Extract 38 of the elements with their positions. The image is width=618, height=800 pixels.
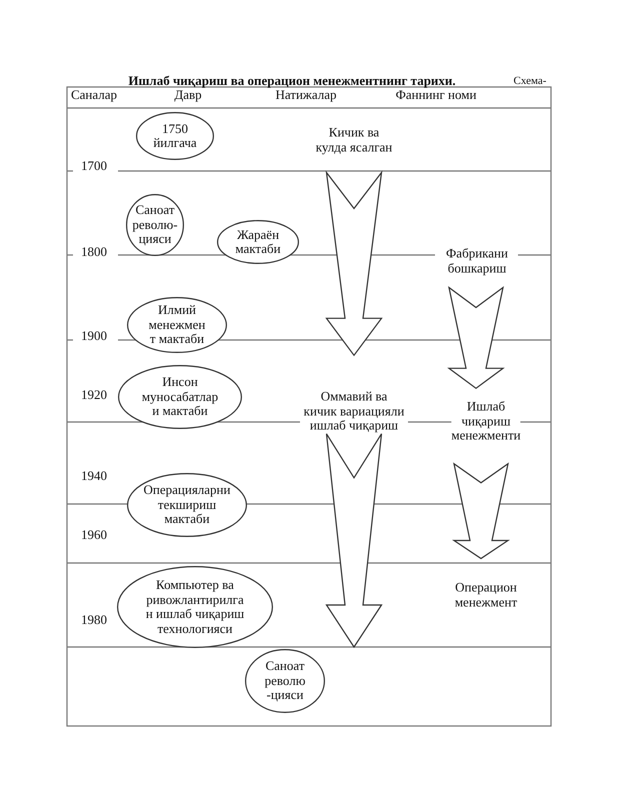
year-label: 1940 bbox=[81, 468, 107, 484]
period-oval bbox=[127, 297, 227, 353]
period-name: Саноат револю -цияси bbox=[264, 659, 306, 703]
result-text: Кичик ва кулда ясалган bbox=[316, 126, 392, 154]
scheme-label: Схема- bbox=[514, 74, 546, 88]
discipline-name: Операцион менежмент bbox=[454, 580, 518, 610]
period-name: Операцияларни текшириш мактаби bbox=[144, 483, 230, 527]
year-label: 1800 bbox=[81, 244, 107, 260]
period-name: Инсон муносабатлар и мактаби bbox=[142, 375, 218, 419]
period-name: Жараён мактаби bbox=[235, 228, 281, 256]
column-header: Фаннинг номи bbox=[396, 88, 476, 102]
year-label: 1960 bbox=[81, 528, 107, 542]
period-oval bbox=[136, 112, 214, 160]
discipline-name: Ишлаб чиқариш менежменти bbox=[451, 399, 521, 443]
block-arrow bbox=[325, 433, 383, 648]
column-header: Натижалар bbox=[275, 88, 337, 102]
period-oval bbox=[245, 649, 325, 713]
column-header: Саналар bbox=[70, 88, 118, 102]
period-oval bbox=[217, 220, 299, 264]
period-oval bbox=[127, 473, 247, 537]
block-arrow bbox=[452, 462, 510, 560]
year-label: 1920 bbox=[81, 388, 107, 402]
block-arrow bbox=[325, 170, 383, 356]
period-oval bbox=[118, 365, 242, 429]
period-oval bbox=[117, 566, 273, 648]
period-oval bbox=[126, 194, 184, 256]
period-name: 1750 йилгача bbox=[153, 122, 197, 150]
discipline-name: Фабрикани бошкариш bbox=[446, 246, 508, 276]
block-arrow bbox=[447, 286, 505, 390]
period-name: Илмий менежмен т мактаби bbox=[148, 303, 206, 347]
year-label: 1700 bbox=[81, 158, 107, 174]
column-header: Давр bbox=[174, 88, 202, 102]
year-label: 1980 bbox=[81, 612, 107, 628]
result-text: Оммавий ва кичик вариацияли ишлаб чиқариш bbox=[304, 389, 404, 433]
diagram-title: Ишлаб чиқариш ва операцион менежментнинг тарихи. bbox=[128, 74, 456, 88]
year-label: 1900 bbox=[81, 328, 107, 344]
period-name: Саноат револю- цияси bbox=[132, 203, 178, 247]
period-name: Компьютер ва ривожлантирилга н ишлаб чиқариш технологияси bbox=[146, 578, 244, 636]
